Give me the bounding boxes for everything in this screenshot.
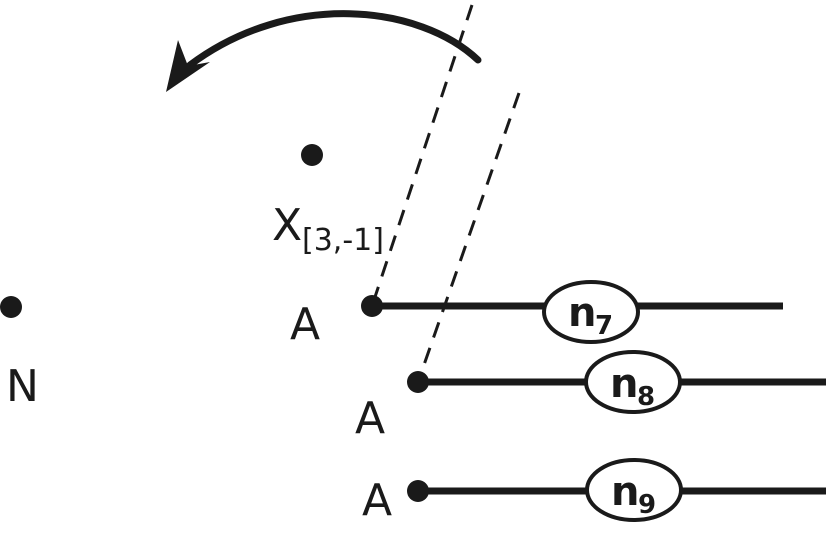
chain-start-dot-1 (361, 295, 383, 317)
node-n9-label: n (611, 469, 639, 515)
label-a-1: A (290, 299, 320, 350)
node-n7-label: n (568, 290, 596, 336)
label-n: N (6, 361, 39, 412)
rotation-arrowhead-icon (166, 40, 210, 92)
node-n8 (584, 350, 682, 414)
point-n (0, 296, 22, 318)
dashed-line-2 (416, 92, 521, 383)
node-n7 (542, 280, 640, 344)
node-n9-subscript: 9 (638, 490, 656, 520)
dashed-line-1 (370, 4, 474, 307)
label-a-3: A (362, 475, 392, 526)
node-n7-subscript: 7 (595, 311, 613, 341)
point-x (301, 144, 323, 166)
rotation-arrow (186, 10, 482, 69)
chain-start-dot-2 (407, 371, 429, 393)
label-x: X (272, 200, 302, 251)
node-n8-label: n (610, 361, 638, 407)
label-x-subscript: [3,-1] (302, 223, 384, 258)
label-a-2: A (355, 393, 385, 444)
node-n8-subscript: 8 (637, 382, 655, 412)
node-n9 (585, 458, 683, 522)
chain-start-dot-3 (407, 480, 429, 502)
